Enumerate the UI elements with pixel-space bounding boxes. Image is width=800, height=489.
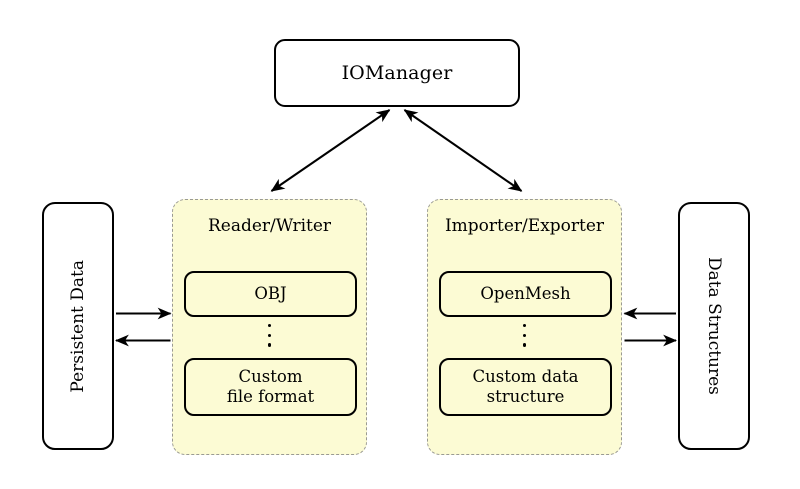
dot [267, 343, 272, 347]
node-iomanager-label: IOManager [341, 61, 453, 84]
dot [522, 333, 527, 337]
plugin-obj[interactable]: OBJ [184, 271, 357, 317]
plugin-custom-file-format-line1: Custom [238, 366, 303, 386]
group-reader-writer-title: Reader/Writer [207, 216, 332, 236]
plugin-openmesh[interactable]: OpenMesh [439, 271, 612, 317]
dot [267, 333, 272, 337]
node-persistent-data[interactable]: Persistent Data [42, 202, 114, 450]
plugin-custom-data-structure-line1: Custom data [472, 366, 579, 386]
plugin-custom-data-structure[interactable]: Custom data structure [439, 358, 612, 416]
dot [522, 324, 527, 328]
plugin-custom-file-format-line2: file format [226, 387, 315, 406]
plugin-obj-label: OBJ [254, 283, 287, 303]
ellipsis-reader-writer [173, 324, 366, 353]
node-iomanager[interactable]: IOManager [274, 39, 520, 107]
ellipsis-importer-exporter [428, 324, 621, 353]
dot [522, 343, 527, 347]
arrow-iomanager-readerwriter [270, 109, 391, 192]
dot [267, 324, 272, 328]
plugin-custom-file-format[interactable]: Custom file format [184, 358, 357, 416]
plugin-custom-file-format-label: Custom file format [227, 367, 314, 408]
node-data-structures[interactable]: Data Structures [678, 202, 750, 450]
node-data-structures-label: Data Structures [704, 257, 725, 395]
plugin-custom-data-structure-label: Custom data structure [472, 367, 578, 408]
group-importer-exporter[interactable]: Importer/Exporter OpenMesh Custom data s… [427, 199, 622, 455]
group-reader-writer[interactable]: Reader/Writer OBJ Custom file format [172, 199, 367, 455]
plugin-openmesh-label: OpenMesh [480, 283, 571, 303]
arrow-iomanager-importerexporter [403, 109, 523, 192]
group-importer-exporter-title: Importer/Exporter [444, 216, 605, 236]
node-persistent-data-label: Persistent Data [67, 259, 88, 393]
plugin-custom-data-structure-line2: structure [486, 387, 565, 406]
